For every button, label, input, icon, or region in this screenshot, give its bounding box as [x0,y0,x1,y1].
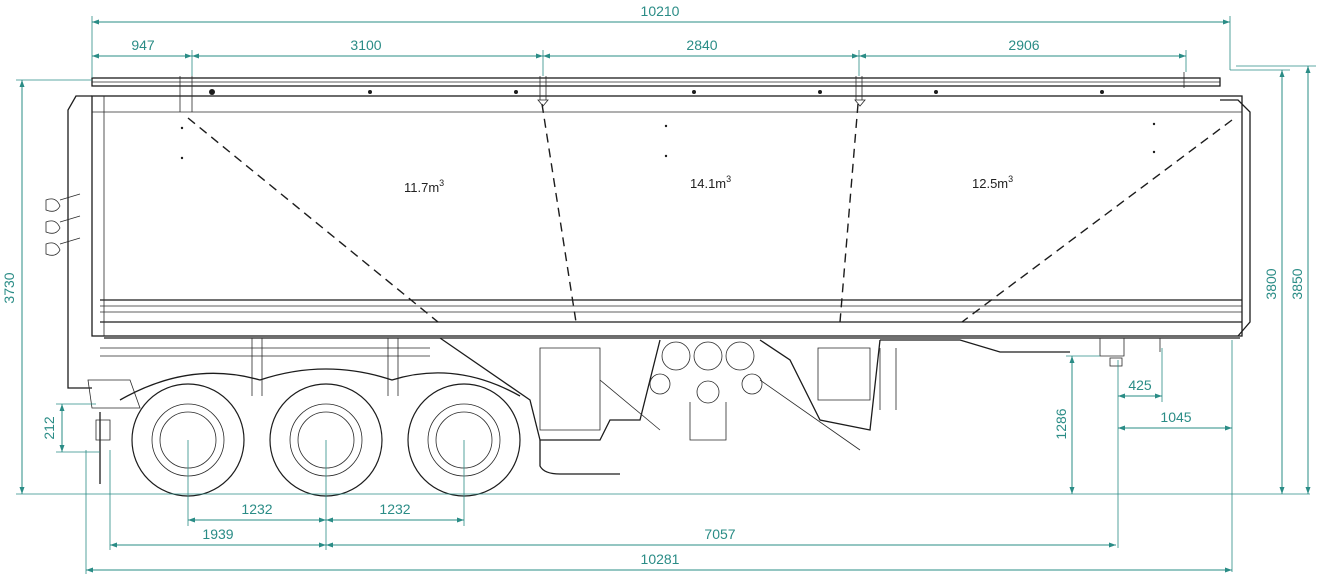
dimension-arrow [543,53,550,59]
dim-coupling-height: 1286 [1053,408,1069,439]
dim-overall-bottom: 10281 [641,551,680,567]
dimension-arrow [326,542,333,548]
dimension-arrow [1279,487,1285,494]
dimension-arrow [92,19,99,25]
dimension-arrow [1305,487,1311,494]
dim-top-segment-3: 2840 [686,37,717,53]
dim-top-segment-2: 3100 [350,37,381,53]
dimension-arrow [185,53,192,59]
dimension-arrow [1155,393,1162,399]
dimension-arrow [19,487,25,494]
dimension-arrow [59,404,65,411]
dim-axle-to-kingpin: 7057 [704,526,735,542]
dimension-arrow [1225,425,1232,431]
dim-top-segment-1: 947 [131,37,155,53]
dim-hitch-height: 212 [41,416,57,440]
dim-height-body: 3730 [1,272,17,303]
dimension-arrow [1279,70,1285,77]
dimension-arrow [457,517,464,523]
dimension-arrow [1069,356,1075,363]
dimension-arrow [1118,425,1125,431]
dimension-arrow [1305,66,1311,73]
dimension-arrow [326,517,333,523]
dimension-lines [16,16,1316,574]
dimension-arrow [1109,542,1116,548]
dim-axle-spacing-2: 1232 [379,501,410,517]
dimension-arrow [192,53,199,59]
dim-axle-spacing-1: 1232 [241,501,272,517]
dim-kingpin-front: 1045 [1160,409,1191,425]
dimension-arrow [319,542,326,548]
dimension-arrow [86,567,93,573]
dimension-arrow [1223,19,1230,25]
dimension-arrow [59,445,65,452]
volume-label-middle: 14.1m3 [690,174,731,191]
dimension-arrow [859,53,866,59]
dim-overall-top: 10210 [641,3,680,19]
dim-height-total-1: 3800 [1263,268,1279,299]
dim-kingpin-offset: 425 [1128,377,1152,393]
chassis [87,337,1240,484]
dimension-arrow [188,517,195,523]
dimension-arrow [92,53,99,59]
dimension-arrow [319,517,326,523]
dimension-arrow [852,53,859,59]
volume-label-rear: 11.7m3 [404,178,444,195]
dimension-arrow [1225,567,1232,573]
dimension-arrow [1069,487,1075,494]
dimension-arrow [110,542,117,548]
dim-rear-to-axle: 1939 [202,526,233,542]
dimension-arrow [1118,393,1125,399]
dimension-arrow [19,80,25,87]
dim-top-segment-4: 2906 [1008,37,1039,53]
dimension-arrow [1179,53,1186,59]
dim-height-total-2: 3850 [1289,268,1305,299]
volume-label-front: 12.5m3 [972,174,1013,191]
dimension-arrow [536,53,543,59]
trailer-body [45,72,1251,389]
